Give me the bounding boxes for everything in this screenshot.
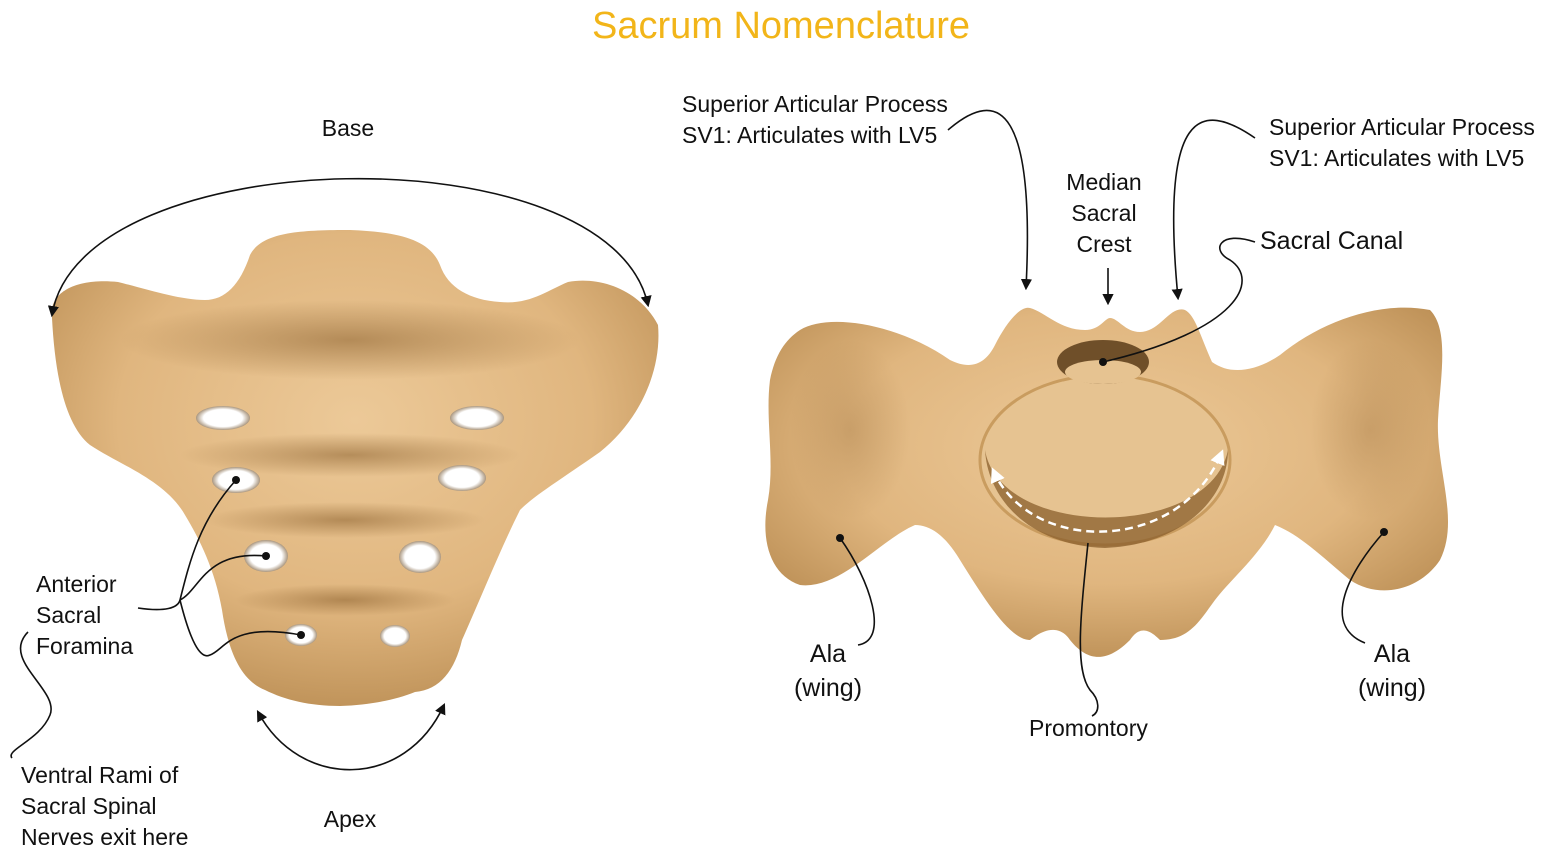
foramina-leader-3 [179, 599, 302, 657]
page-title: Sacrum Nomenclature [591, 5, 971, 47]
apex-label: Apex [323, 806, 377, 832]
median-crest-line-2: Sacral [1071, 200, 1137, 226]
foramina-leader-1 [137, 479, 237, 611]
dot-ala-right [1380, 528, 1388, 536]
ala-left-line-1: Ala [809, 640, 847, 668]
transverse-ridge-3 [235, 584, 455, 616]
right-annotation-lines [839, 109, 1385, 717]
right-leader-dots [836, 358, 1388, 542]
foramina-label-line-3: Foramina [36, 633, 134, 659]
sap-right-leader [1171, 119, 1256, 301]
anterior-sacral-foramina-label: Anterior Sacral Foramina [36, 569, 133, 662]
rami-label-line-1: Ventral Rami of [21, 762, 179, 788]
sap-right-label: Superior Articular Process SV1: Articula… [1269, 112, 1535, 174]
sap-left-line-2: SV1: Articulates with LV5 [682, 122, 938, 148]
foramen-left-1 [196, 406, 250, 430]
dot-foramen-4 [297, 631, 305, 639]
sacral-canal-label: Sacral Canal [1260, 227, 1404, 255]
right-ala-shade [1310, 340, 1430, 520]
rami-leader [10, 631, 52, 759]
foramen-right-4 [380, 625, 410, 647]
left-leader-dots [232, 476, 305, 639]
foramen-right-2 [438, 465, 486, 491]
foramen-right-3 [399, 541, 441, 573]
sacral-canal-leader [1102, 237, 1256, 363]
foramen-right-1 [450, 406, 504, 430]
left-ala-shade [790, 340, 910, 520]
ala-left-line-2: (wing) [793, 674, 863, 702]
foramina-label-line-2: Sacral [36, 602, 102, 628]
base-arc-arrow [47, 177, 652, 318]
median-sacral-crest-label: Median Sacral Crest [1058, 167, 1150, 260]
sap-left-line-1: Superior Articular Process [682, 91, 948, 117]
left-sacrum-bone [51, 230, 659, 706]
right-sacrum-bone [765, 307, 1449, 657]
dot-foramen-2 [232, 476, 240, 484]
promontory-label: Promontory [1029, 715, 1148, 741]
promontory-dashed-arrow [990, 449, 1225, 533]
sap-left-label: Superior Articular Process SV1: Articula… [682, 89, 948, 151]
promontory-rim-shadow [985, 450, 1228, 548]
dot-foramen-3 [262, 552, 270, 560]
apex-arc-arrow [256, 702, 446, 771]
ala-right-line-1: Ala [1373, 640, 1411, 668]
left-annotation-lines [10, 177, 652, 771]
sap-right-line-2: SV1: Articulates with LV5 [1269, 145, 1525, 171]
sap-right-line-1: Superior Articular Process [1269, 114, 1535, 140]
base-label: Base [321, 115, 375, 141]
ala-right-label: Ala (wing) [1340, 637, 1444, 705]
ala-left-leader [839, 537, 876, 646]
sap-left-leader [947, 109, 1033, 291]
sacral-canal-floor [1065, 360, 1141, 384]
dot-sacral-canal [1099, 358, 1107, 366]
dot-ala-left [836, 534, 844, 542]
rami-label-line-3: Nerves exit here [21, 824, 189, 850]
ala-right-line-2: (wing) [1357, 674, 1427, 702]
ala-left-label: Ala (wing) [776, 637, 880, 705]
foramina-label-line-1: Anterior [36, 571, 117, 597]
ala-right-leader [1341, 531, 1385, 644]
promontory-leader [1079, 542, 1099, 717]
median-crest-line-1: Median [1066, 169, 1142, 195]
foramina-leader-2 [179, 554, 267, 601]
median-crest-line-3: Crest [1076, 231, 1132, 257]
base-shadow [120, 300, 580, 380]
rami-label-line-2: Sacral Spinal [21, 793, 157, 819]
transverse-ridge-1 [180, 433, 520, 477]
transverse-ridge-2 [205, 502, 485, 538]
ventral-rami-label: Ventral Rami of Sacral Spinal Nerves exi… [21, 760, 188, 853]
